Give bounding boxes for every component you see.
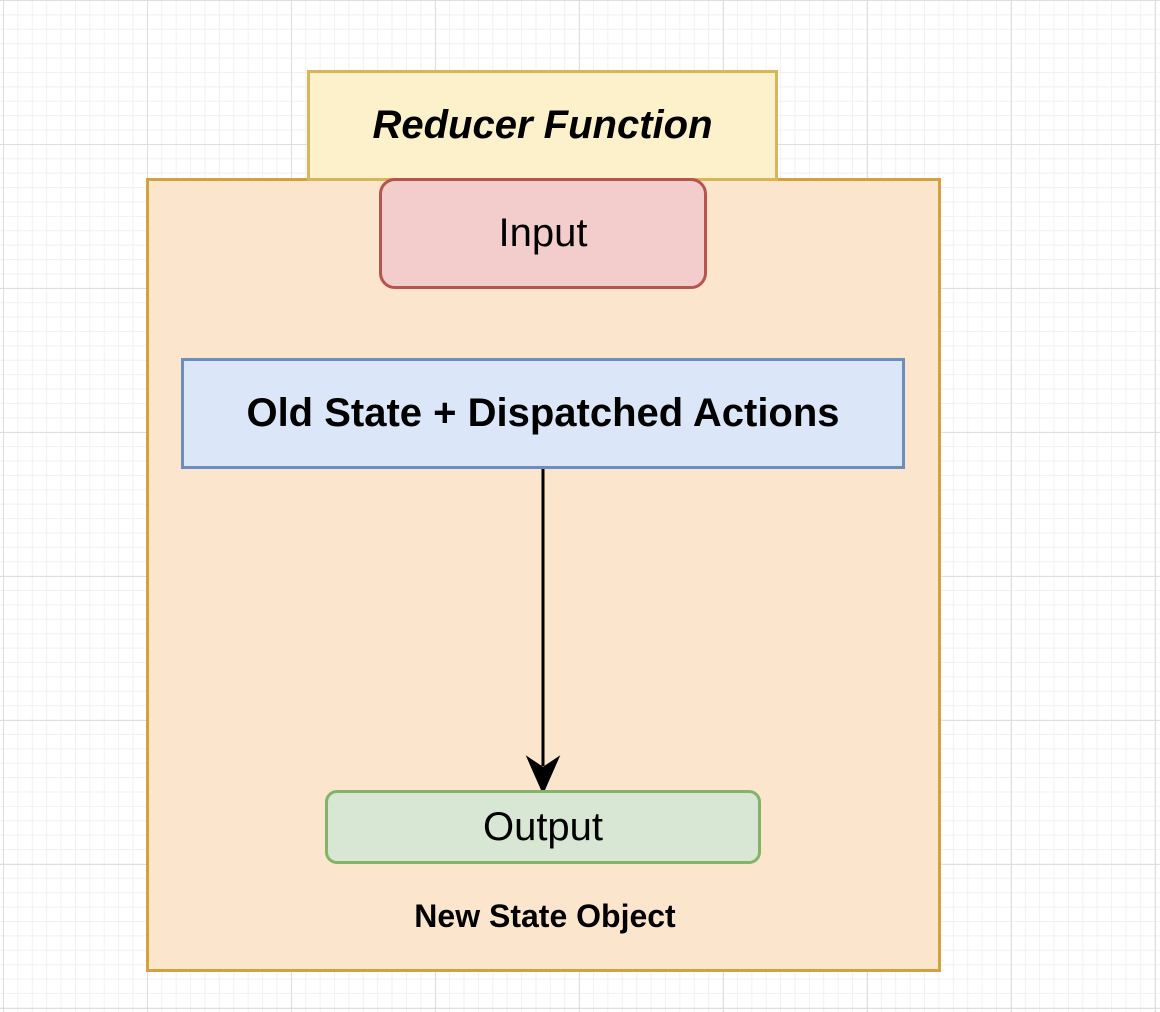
new-state-object-label: New State Object	[414, 898, 676, 934]
input-node[interactable]: Input	[379, 178, 707, 289]
old-state-actions-label: Old State + Dispatched Actions	[246, 391, 840, 435]
input-node-label: Input	[498, 211, 588, 255]
old-state-actions-node[interactable]: Old State + Dispatched Actions	[181, 358, 905, 469]
flow-arrow-head	[525, 755, 561, 794]
reducer-function-title[interactable]: Reducer Function	[307, 70, 778, 181]
reducer-function-title-text: Reducer Function	[372, 103, 713, 147]
output-node-label: Output	[482, 804, 604, 849]
flow-arrow[interactable]	[520, 466, 566, 794]
output-node[interactable]: Output	[325, 790, 761, 864]
